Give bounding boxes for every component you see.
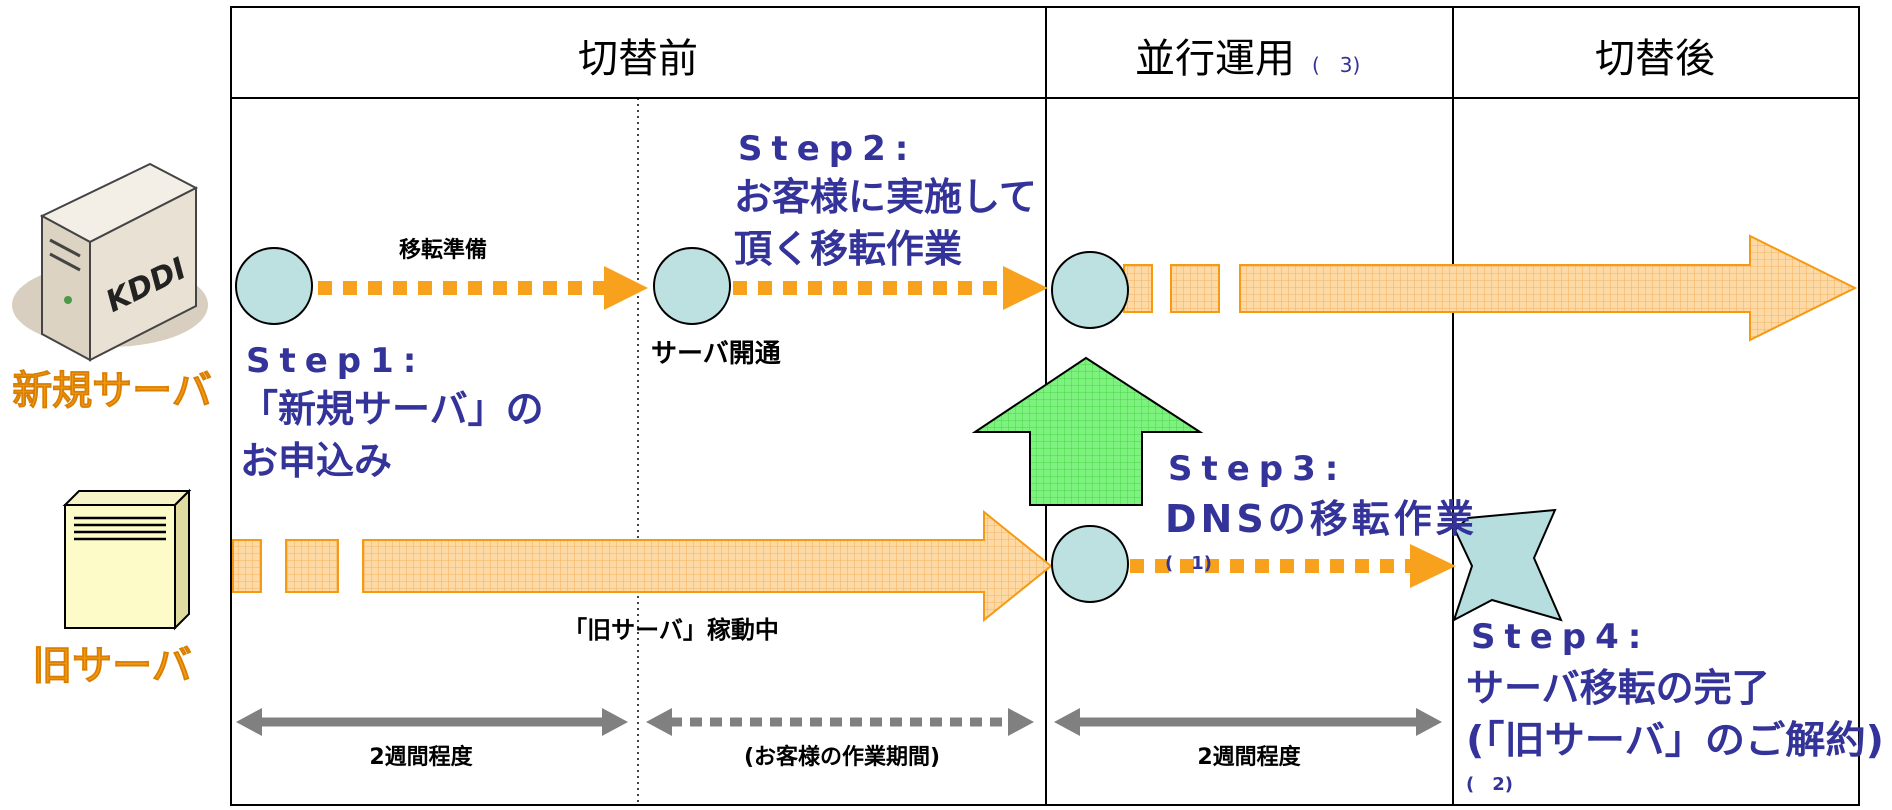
table-frame — [230, 6, 1860, 806]
step3-title: Step3: — [1168, 449, 1347, 489]
duration-label-2: (お客様の作業期間) — [744, 744, 940, 770]
prep-arrow — [318, 266, 648, 310]
old-server-label: 旧サーバ — [32, 643, 192, 689]
new-server-label: 新規サーバ — [12, 368, 212, 414]
duration-arrow-3 — [1054, 708, 1442, 736]
server-box-icon — [62, 488, 192, 631]
milestone-circle-2 — [653, 247, 731, 325]
step4-line1: サーバ移転の完了 — [1466, 666, 1770, 710]
completion-star-icon — [1452, 508, 1563, 623]
header-parallel: 並行運用 — [1135, 36, 1295, 82]
step4-note: ( 2) — [1466, 774, 1513, 795]
transfer-prep-label: 移転準備 — [399, 237, 487, 263]
step2-arrow — [733, 266, 1048, 310]
step4-title: Step4: — [1471, 617, 1650, 657]
step3-line1: DNSの移転作業 — [1165, 497, 1478, 541]
milestone-circle-1 — [235, 247, 313, 325]
old-server-running-arrow — [232, 509, 1053, 623]
step2-line2: 頂く移転作業 — [734, 227, 962, 271]
header-after: 切替後 — [1595, 36, 1715, 82]
step3-note: ( 1) — [1165, 553, 1212, 574]
milestone-circle-3 — [1051, 251, 1129, 329]
step2-line1: お客様に実施して — [734, 175, 1037, 219]
header-parallel-note: ( 3) — [1312, 53, 1360, 77]
duration-label-3: 2週間程度 — [1197, 744, 1301, 770]
duration-arrow-2 — [646, 708, 1034, 736]
milestone-circle-4 — [1051, 525, 1129, 603]
step1-title: Step1: — [246, 341, 425, 381]
header-before: 切替前 — [578, 36, 698, 82]
dns-switch-up-arrow — [971, 356, 1204, 506]
step1-line2: お申込み — [240, 439, 392, 483]
old-running-label: 「旧サーバ」稼動中 — [563, 616, 779, 644]
dns-arrow — [1130, 544, 1456, 588]
duration-label-1: 2週間程度 — [369, 744, 473, 770]
new-server-running-arrow — [1123, 234, 1858, 342]
server-tower-icon: KDDI — [12, 162, 208, 362]
server-open-label: サーバ開通 — [651, 339, 781, 369]
step1-line1: 「新規サーバ」の — [240, 387, 544, 431]
duration-arrow-1 — [236, 708, 628, 736]
step2-title: Step2: — [738, 129, 917, 169]
step4-line2: (「旧サーバ」のご解約) — [1466, 718, 1884, 762]
